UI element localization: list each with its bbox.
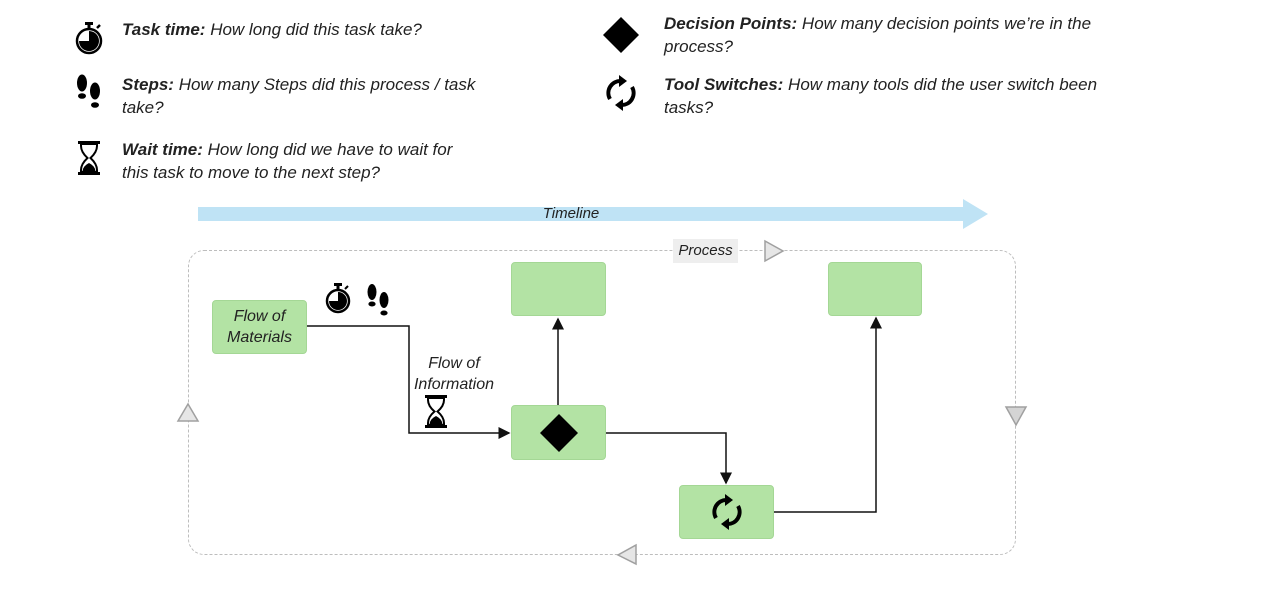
legend-tool-switches: Tool Switches: How many tools did the us… [604, 73, 1144, 119]
diamond-icon [539, 413, 578, 452]
connector-materials-to-decision [307, 325, 511, 439]
legend-decision-points-title: Decision Points: [664, 14, 798, 33]
legend-steps-title: Steps: [122, 75, 174, 94]
flow-of-information-label: Flow of Information [413, 355, 495, 393]
legend-decision-points-desc: How many decision points we’re in the pr… [664, 14, 1092, 56]
process-frame [188, 250, 1016, 555]
stopwatch-icon-small [325, 283, 351, 314]
flow-of-materials-box: Flow of Materials [212, 300, 307, 354]
legend-steps: Steps: How many Steps did this process /… [72, 73, 492, 119]
legend-task-time-desc: How long did this task take? [205, 20, 422, 39]
refresh-icon [711, 494, 742, 530]
legend-steps-desc: How many Steps did this process / task t… [122, 75, 476, 117]
tool-switch-box [679, 485, 774, 539]
frame-arrow-right [1004, 406, 1028, 427]
connector-switch-to-right [774, 316, 882, 513]
process-step-top-box [511, 262, 606, 316]
legend-task-time-title: Task time: [122, 20, 206, 39]
footprints-icon [72, 73, 106, 113]
flow-of-materials-label: Flow of Materials [227, 308, 292, 346]
legend-wait-time-desc: How long did we have to wait for this ta… [122, 140, 453, 182]
legend-wait-time: Wait time: How long did we have to wait … [72, 138, 492, 184]
frame-arrow-bottom [616, 543, 637, 566]
process-label: Process [673, 239, 738, 263]
refresh-icon [604, 73, 638, 113]
legend-tool-switches-desc: How many tools did the user switch been … [664, 75, 1098, 117]
legend-decision-points: Decision Points: How many decision point… [602, 12, 1122, 58]
decision-point-box [511, 405, 606, 460]
hourglass-icon-small [425, 395, 447, 428]
frame-arrow-left [176, 402, 200, 422]
footprints-icon-small [367, 284, 389, 316]
legend-wait-time-title: Wait time: [122, 140, 203, 159]
connector-decision-to-switch [606, 432, 732, 485]
process-step-right-box [828, 262, 922, 316]
timeline-arrow [198, 199, 988, 229]
hourglass-icon [72, 138, 106, 178]
timeline-label: Timeline [542, 205, 600, 222]
legend-tool-switches-title: Tool Switches: [664, 75, 784, 94]
diamond-icon [602, 12, 640, 58]
stopwatch-icon [72, 18, 106, 58]
frame-arrow-top [764, 239, 785, 263]
legend-task-time: Task time: How long did this task take? [72, 18, 492, 58]
